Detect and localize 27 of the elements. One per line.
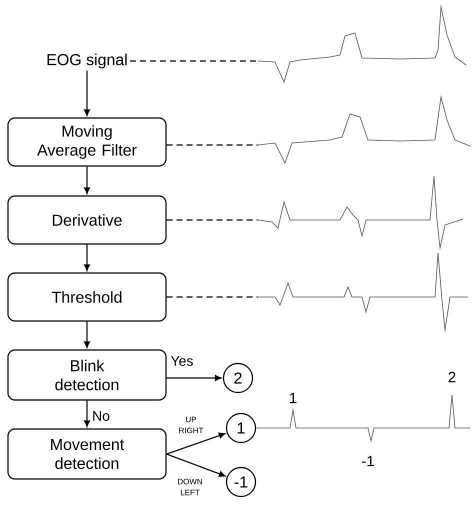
process-box: Derivative [7,195,167,245]
signal-trace [258,252,468,334]
arrow [84,400,90,427]
input-label: EOG signal [48,54,127,68]
signal-trace [258,4,466,84]
arrow [84,70,90,116]
arrow [166,375,222,381]
arrow [84,322,90,348]
process-box: Blink detection [7,349,167,401]
arrow [84,166,90,194]
arrow [166,432,226,455]
process-box: Movement detection [7,428,167,480]
leader-line [166,296,258,298]
signal-trace [258,176,464,250]
peak-label: 1 [290,392,296,404]
process-box: Threshold [7,272,167,322]
peak-label: -1 [362,456,374,466]
leader-line [166,144,258,146]
arrow [84,244,90,271]
leader-line [166,219,258,221]
arrow [166,453,226,477]
edge-label: Yes [170,356,193,366]
signal-trace [258,94,470,164]
edge-label: No [93,411,110,421]
leader-line [130,60,258,62]
peak-label: 2 [448,372,456,382]
process-box: Moving Average Filter [7,117,167,167]
